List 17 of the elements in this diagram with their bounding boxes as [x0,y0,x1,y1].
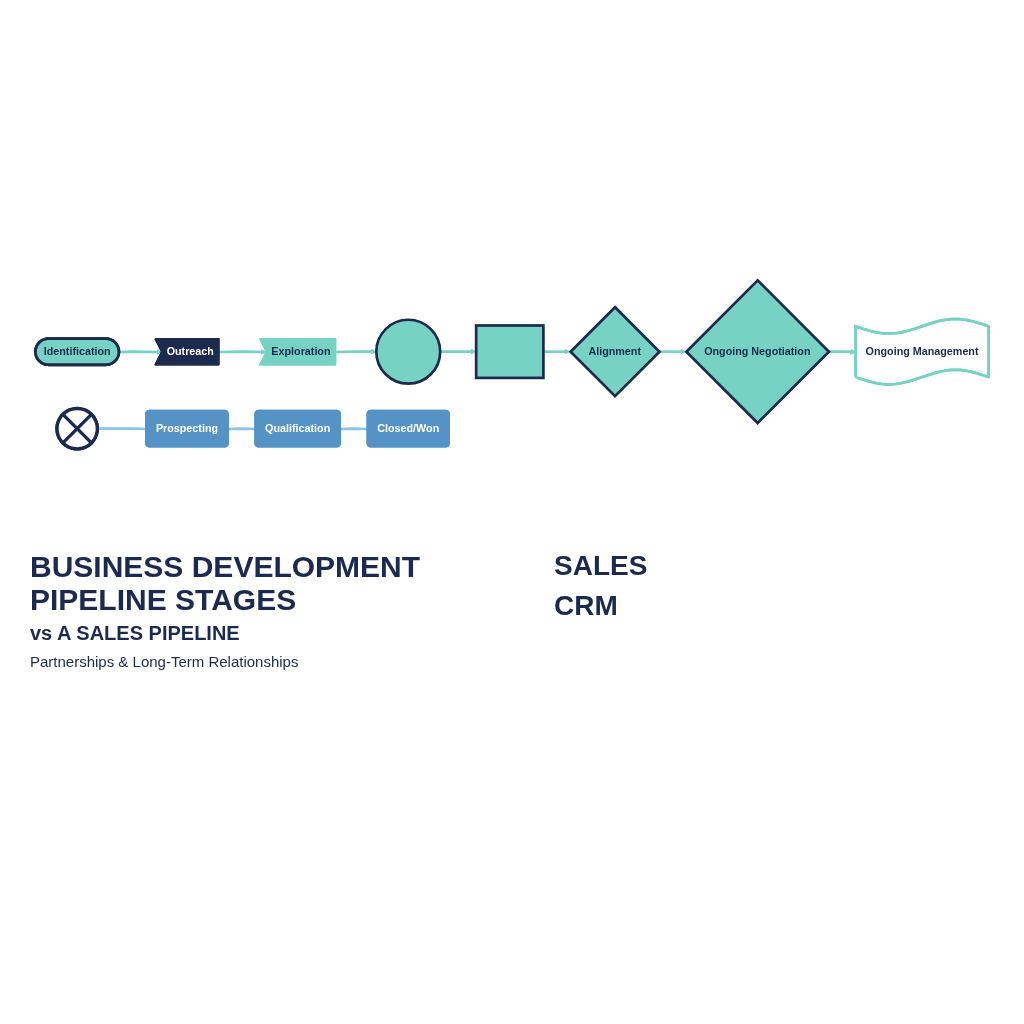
arrow [659,349,687,356]
connector [340,427,368,431]
arrow [219,349,267,356]
arrow [335,349,377,356]
node-diamond: Alignment [568,305,662,399]
subtitle: vs A SALES PIPELINE [30,622,241,645]
connector [228,427,256,431]
arrow [119,349,163,356]
section-heading: CRM [554,590,619,622]
node-box [474,324,545,380]
node-diamond: Ongoing Negotiation [684,278,831,426]
title: BUSINESS DEVELOPMENT PIPELINE STAGES [30,550,422,616]
arrow [440,349,477,356]
section-heading: SALES [554,550,649,582]
node-circle [374,318,442,386]
tagline: Partnerships & Long-Term Relationships [30,653,300,670]
arrow [543,349,571,356]
